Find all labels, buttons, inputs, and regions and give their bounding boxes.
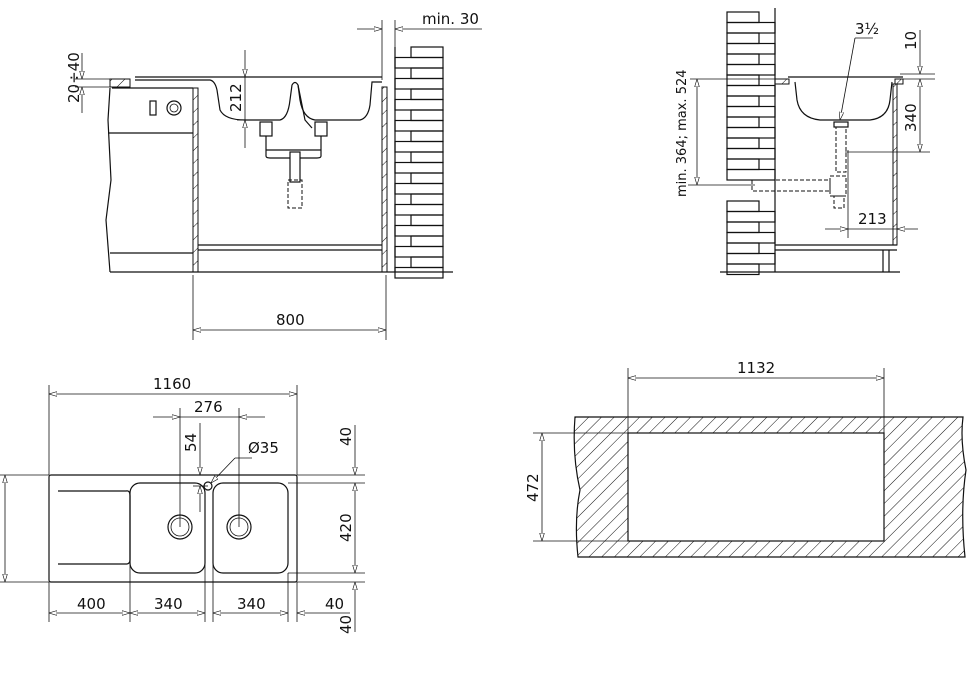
drain-offset-label: 213 <box>858 210 887 228</box>
side-view: min. 30 20÷40 <box>65 10 482 340</box>
brick <box>410 46 444 59</box>
brick <box>410 214 444 227</box>
brick <box>726 53 760 66</box>
bowl-length-label: 420 <box>337 513 355 542</box>
brick <box>410 193 444 206</box>
brick-wall <box>394 46 444 279</box>
drain-height-label: min. 364; max. 524 <box>675 69 690 197</box>
brick <box>410 256 444 269</box>
brick <box>410 172 444 185</box>
brick <box>726 116 760 129</box>
bowl-depth-label: 212 <box>227 83 245 112</box>
brick <box>410 67 444 80</box>
brick <box>394 119 444 132</box>
brick <box>726 263 760 276</box>
drain-spacing-label: 276 <box>194 398 223 416</box>
brick <box>726 126 776 139</box>
brick <box>410 130 444 143</box>
brick <box>394 203 444 216</box>
brick <box>726 137 760 150</box>
bowl-1-width-label: 340 <box>154 595 183 613</box>
cutout-width-label: 1132 <box>737 359 775 377</box>
brick <box>410 235 444 248</box>
overall-width-label: 1160 <box>153 375 191 393</box>
right-rim-label: 40 <box>325 595 344 613</box>
section-bowl-depth-label: 340 <box>902 103 920 132</box>
brick <box>726 252 776 265</box>
brick <box>726 32 760 45</box>
brick <box>410 151 444 164</box>
cutout-depth-label: 472 <box>524 473 542 502</box>
brick <box>726 242 760 255</box>
brick <box>726 200 760 213</box>
brick <box>726 210 776 223</box>
tap-hole-diameter-label: Ø35 <box>248 439 279 457</box>
brick <box>726 105 776 118</box>
cutout-opening <box>627 432 885 542</box>
brick <box>726 221 760 234</box>
bowl-2-width-label: 340 <box>237 595 266 613</box>
brick <box>394 245 444 258</box>
brick <box>394 161 444 174</box>
brick <box>726 84 776 97</box>
top-view: 1160 276 54 Ø35 500 40 420 40 <box>0 375 365 634</box>
waste-pipes <box>259 84 328 209</box>
section-view: 3½ 10 340 min. 364; max. 524 213 <box>675 8 935 276</box>
overall-depth-label: 500 <box>0 514 4 543</box>
top-gap-label: 10 <box>902 31 920 50</box>
back-margin-label: 40 <box>337 615 355 634</box>
brick <box>394 182 444 195</box>
brick <box>726 168 776 181</box>
brick <box>410 109 444 122</box>
brick <box>394 98 444 111</box>
brick <box>394 140 444 153</box>
tap-hole-offset-label: 54 <box>182 433 200 452</box>
brick <box>726 95 760 108</box>
cabinet-width-label: 800 <box>276 311 305 329</box>
brick <box>394 224 444 237</box>
brick <box>410 88 444 101</box>
brick <box>726 63 776 76</box>
appliance-switch-icon <box>149 100 157 116</box>
brick <box>726 231 776 244</box>
drain-size-label: 3½ <box>855 20 879 38</box>
brick <box>394 266 444 279</box>
brick <box>726 74 760 87</box>
brick <box>394 56 444 69</box>
min-wall-gap-label: min. 30 <box>422 10 479 28</box>
brick <box>726 21 776 34</box>
drainer-width-label: 400 <box>77 595 106 613</box>
brick <box>394 77 444 90</box>
brick <box>726 11 760 24</box>
brick <box>726 158 760 171</box>
brick <box>726 42 776 55</box>
cutout-view: 1132 472 <box>524 359 967 558</box>
bottle-trap <box>751 121 849 209</box>
brick <box>726 147 776 160</box>
appliance-knob-icon <box>166 100 182 116</box>
front-margin-label: 40 <box>337 427 355 446</box>
countertop-thickness-label: 20÷40 <box>65 52 83 103</box>
